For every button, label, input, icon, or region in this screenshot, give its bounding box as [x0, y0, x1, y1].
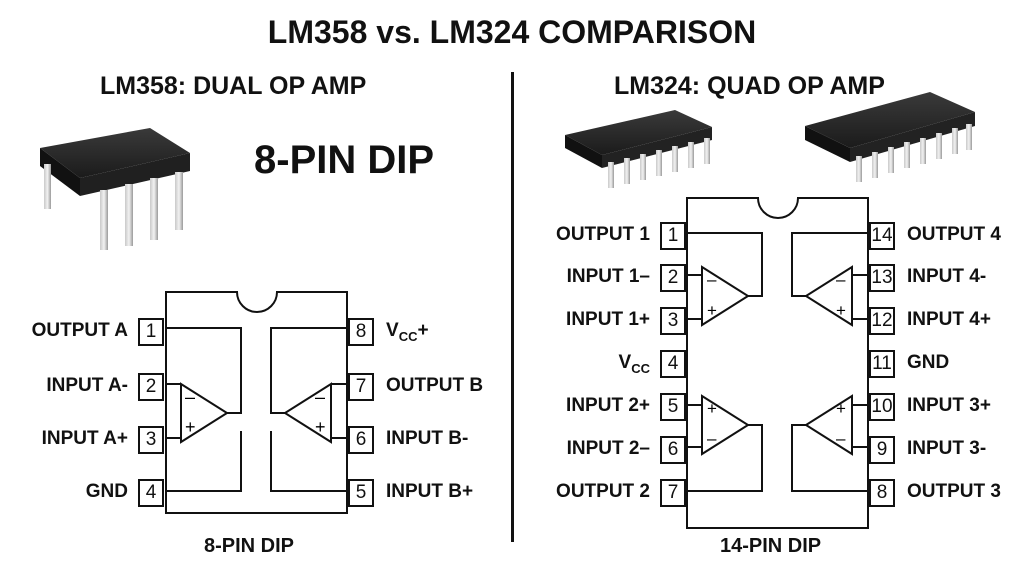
page-title: LM358 vs. LM324 COMPARISON — [267, 14, 757, 50]
opamp-3-minus: – — [836, 429, 846, 448]
lm358-pin-4: 4 — [138, 479, 164, 507]
lm358-pin-5: 5 — [348, 479, 374, 507]
lm358-dip-body: – + – + — [165, 291, 348, 514]
lm324-pin-2: 2 — [660, 264, 686, 292]
lm324-pin-11-label: GND — [907, 352, 950, 373]
lm324-pin-4-label: VCC — [618, 352, 650, 376]
opamp-b-plus: + — [315, 417, 326, 437]
lm324-pin-3-label: INPUT 1+ — [566, 309, 650, 330]
lm358-caption: 8-PIN DIP — [204, 535, 295, 557]
opamp-a-minus: – — [185, 387, 196, 407]
lm324-pin-9-label: INPUT 3- — [907, 438, 987, 459]
lm358-heading: LM358: DUAL OP AMP — [100, 72, 367, 100]
opamp-4-plus: + — [836, 301, 846, 320]
lm324-pin-1: 1 — [660, 222, 686, 250]
lm324-chip-photo-1 — [565, 110, 712, 188]
lm324-pin-4: 4 — [660, 350, 686, 378]
lm358-pin-8: 8 — [348, 318, 374, 346]
package-label: 8-PIN DIP — [254, 138, 435, 182]
lm324-dip-body: – + + – – + + – — [686, 197, 869, 529]
lm324-pin-3: 3 — [660, 307, 686, 335]
lm358-pin-3: 3 — [138, 426, 164, 454]
lm324-pin-10-label: INPUT 3+ — [907, 395, 991, 416]
lm324-pin-7: 7 — [660, 479, 686, 507]
lm324-pin-5-label: INPUT 2+ — [566, 395, 650, 416]
opamp-b-minus: – — [315, 387, 326, 407]
lm324-pin-6: 6 — [660, 436, 686, 464]
lm358-pin-1: 1 — [138, 318, 164, 346]
lm324-pin-1-label: OUTPUT 1 — [556, 224, 650, 245]
lm324-pin-10: 10 — [869, 393, 895, 421]
lm324-pin-5: 5 — [660, 393, 686, 421]
lm324-pin-8: 8 — [869, 479, 895, 507]
lm358-pin-5-label: INPUT B+ — [386, 481, 474, 502]
lm358-pin-2: 2 — [138, 373, 164, 401]
lm358-pin-4-label: GND — [85, 481, 128, 502]
lm358-pin-3-label: INPUT A+ — [41, 428, 128, 449]
opamp-1-plus: + — [707, 301, 717, 320]
lm324-pin-9: 9 — [869, 436, 895, 464]
lm324-caption: 14-PIN DIP — [720, 535, 822, 557]
opamp-2-minus: – — [707, 429, 717, 448]
lm324-pin-2-label: INPUT 1– — [566, 266, 650, 287]
opamp-4-minus: – — [836, 270, 846, 289]
lm358-pin-7: 7 — [348, 373, 374, 401]
opamp-1-minus: – — [707, 270, 717, 289]
lm324-pin-13-label: INPUT 4- — [907, 266, 987, 287]
lm324-pin-12-label: INPUT 4+ — [907, 309, 991, 330]
lm324-pin-12: 12 — [869, 307, 895, 335]
opamp-3-plus: + — [836, 399, 846, 418]
lm358-pin-1-label: OUTPUT A — [31, 320, 128, 341]
lm324-chip-photo-2 — [805, 92, 975, 182]
lm324-pin-7-label: OUTPUT 2 — [556, 481, 650, 502]
lm358-pin-2-label: INPUT A- — [46, 375, 128, 396]
center-divider — [511, 72, 514, 542]
lm358-pin-6: 6 — [348, 426, 374, 454]
lm358-pin-7-label: OUTPUT B — [386, 375, 484, 396]
lm324-pin-14-label: OUTPUT 4 — [907, 224, 1001, 245]
lm324-pin-11: 11 — [869, 350, 895, 378]
lm358-chip-photo — [40, 128, 190, 250]
lm324-pin-6-label: INPUT 2– — [566, 438, 650, 459]
lm358-pin-8-label: VCC+ — [386, 320, 429, 344]
opamp-a-plus: + — [185, 417, 196, 437]
lm358-pin-6-label: INPUT B- — [386, 428, 469, 449]
opamp-2-plus: + — [707, 399, 717, 418]
lm324-heading: LM324: QUAD OP AMP — [614, 72, 885, 100]
lm324-pin-14: 14 — [869, 222, 895, 250]
lm324-pin-13: 13 — [869, 264, 895, 292]
lm324-pin-8-label: OUTPUT 3 — [907, 481, 1001, 502]
